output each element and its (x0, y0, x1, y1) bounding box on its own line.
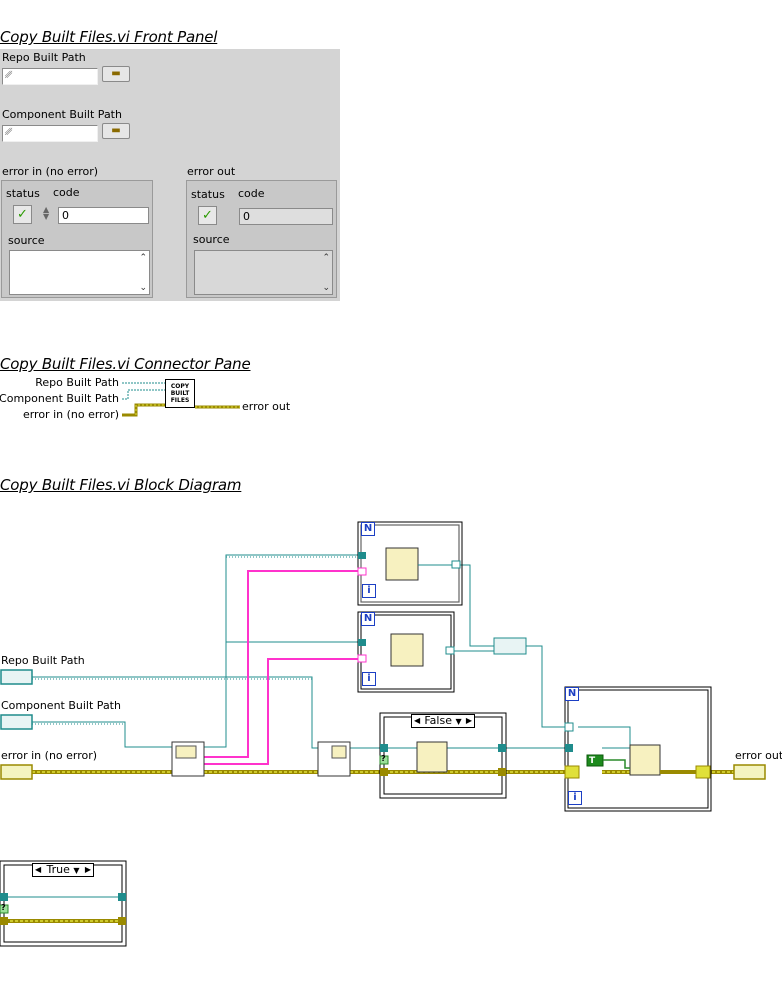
cp-input-component: Component Built Path (0, 392, 119, 405)
connector-wires (122, 382, 240, 417)
repo-path-input[interactable]: ␥ (2, 68, 98, 85)
icon-text-line: COPY (170, 383, 190, 390)
component-path-input[interactable]: ␥ (2, 125, 98, 142)
error-in-label: error in (no error) (2, 165, 99, 178)
front-panel: Repo Built Path ␥ ▬ Component Built Path… (0, 49, 340, 301)
source-input[interactable]: ⌃ ⌄ (9, 250, 150, 295)
error-out-cluster: status code ✓ 0 source ⌃ ⌄ (186, 180, 337, 298)
icon-text-line: BUILT (170, 390, 190, 397)
repo-terminal-label: Repo Built Path (1, 654, 85, 667)
error-out-label: error out (187, 165, 236, 178)
loop-index-terminal: i (568, 791, 582, 805)
case-structure-false (379, 712, 507, 799)
component-terminal (0, 714, 33, 730)
icon-text-line: FILES (170, 397, 190, 404)
cp-input-repo: Repo Built Path (35, 376, 119, 389)
next-case-icon[interactable]: ▶ (465, 716, 472, 725)
status-label: status (191, 188, 225, 201)
code-input[interactable]: 0 (58, 207, 149, 224)
case-label: False (424, 714, 452, 727)
case-selector-terminal: ? (1, 903, 6, 912)
source-label: source (8, 234, 45, 247)
loop-count-terminal: N (565, 687, 579, 701)
code-spinner[interactable]: ▲▼ (43, 205, 50, 221)
repo-path-label: Repo Built Path (2, 51, 86, 64)
code-display: 0 (239, 208, 333, 225)
case-selector-false[interactable]: ◀ False ▼ ▶ (411, 714, 475, 728)
repo-browse-button[interactable]: ▬ (102, 66, 130, 82)
source-display: ⌃ ⌄ (194, 250, 333, 295)
component-terminal-label: Component Built Path (1, 699, 121, 712)
code-label: code (238, 187, 265, 200)
case-dropdown-icon[interactable]: ▼ (455, 717, 462, 726)
repo-terminal (0, 669, 33, 685)
scroll-up-icon[interactable]: ⌃ (322, 253, 330, 263)
case-selector-terminal: ? (381, 754, 386, 763)
component-path-label: Component Built Path (2, 108, 122, 121)
prev-case-icon[interactable]: ◀ (35, 865, 42, 874)
prev-case-icon[interactable]: ◀ (414, 716, 421, 725)
loop-count-terminal: N (361, 522, 375, 536)
error-in-terminal-label: error in (no error) (1, 749, 98, 762)
loop-count-terminal: N (361, 612, 375, 626)
folder-icon: ▬ (111, 68, 121, 79)
string-wires (204, 570, 358, 765)
case-selector-true[interactable]: ◀ True ▼ ▶ (32, 863, 94, 877)
scroll-down-icon[interactable]: ⌄ (139, 283, 147, 293)
case-label: True (46, 863, 70, 876)
bool-true-constant: T (589, 756, 596, 766)
source-label: source (193, 233, 230, 246)
error-out-terminal (733, 764, 766, 780)
cp-output-error-out: error out (242, 400, 291, 413)
code-label: code (53, 186, 80, 199)
build-array-node (493, 637, 527, 655)
status-label: status (6, 187, 40, 200)
path-wires (32, 554, 631, 749)
status-check-icon: ✓ (198, 206, 217, 225)
error-in-cluster: status code ✓ ▲▼ 0 source ⌃ ⌄ (1, 180, 153, 298)
error-out-terminal-label: error out (735, 749, 782, 762)
error-in-terminal (0, 764, 33, 780)
loop-index-terminal: i (362, 584, 376, 598)
folder-icon: ▬ (111, 125, 121, 136)
connector-pane-title: Copy Built Files.vi Connector Pane (0, 355, 251, 373)
path-icon: ␥ (5, 128, 13, 138)
component-browse-button[interactable]: ▬ (102, 123, 130, 139)
status-check-icon[interactable]: ✓ (13, 205, 32, 224)
loop-index-terminal: i (362, 672, 376, 686)
next-case-icon[interactable]: ▶ (84, 865, 91, 874)
vi-icon: COPY BUILT FILES (165, 379, 195, 408)
for-loop-2 (357, 611, 455, 693)
cp-input-error-in: error in (no error) (22, 408, 119, 421)
block-diagram-title: Copy Built Files.vi Block Diagram (0, 476, 242, 494)
for-loop-1 (357, 521, 463, 606)
scroll-down-icon[interactable]: ⌄ (322, 283, 330, 293)
case-dropdown-icon[interactable]: ▼ (73, 866, 80, 875)
path-icon: ␥ (5, 71, 13, 81)
scroll-up-icon[interactable]: ⌃ (139, 253, 147, 263)
front-panel-title: Copy Built Files.vi Front Panel (0, 28, 218, 46)
for-loop-3 (564, 686, 712, 812)
